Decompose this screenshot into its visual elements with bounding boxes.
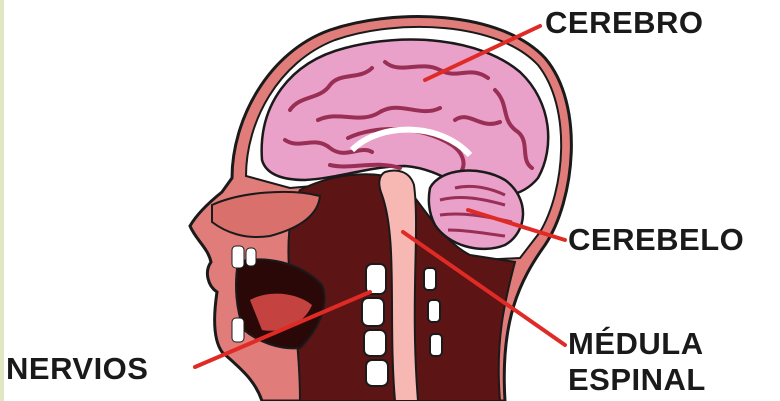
label-medula-espinal: MÉDULA ESPINAL [568, 326, 706, 398]
upper-tooth [232, 246, 244, 268]
vertebra [366, 360, 388, 386]
label-nervios: NERVIOS [6, 352, 148, 386]
vertebra [430, 334, 442, 356]
label-medula-line2: ESPINAL [568, 362, 706, 398]
label-cerebro: CEREBRO [545, 6, 704, 40]
label-medula-line1: MÉDULA [568, 326, 706, 362]
vertebra [364, 330, 386, 356]
label-cerebelo: CEREBELO [568, 223, 744, 257]
upper-tooth [246, 248, 256, 266]
vertebra [424, 268, 436, 290]
lower-tooth [232, 318, 244, 342]
vertebra [362, 298, 384, 326]
vertebra [428, 300, 440, 322]
vertebra [366, 264, 386, 294]
